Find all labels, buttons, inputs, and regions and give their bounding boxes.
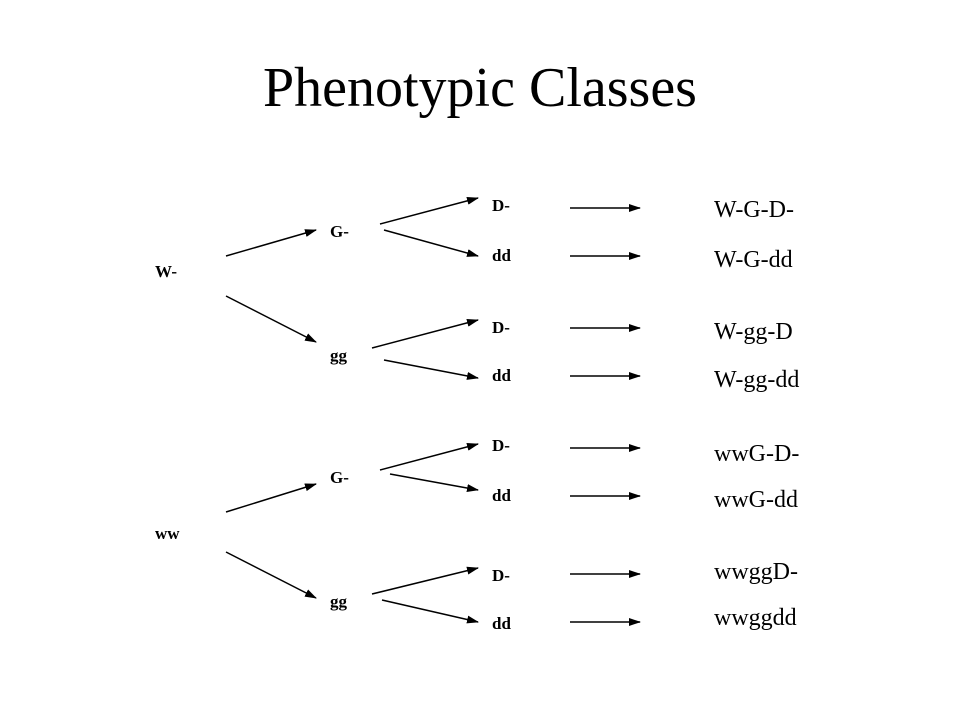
branch-arrow — [225, 229, 317, 257]
phenotype-class: wwggdd — [714, 605, 797, 631]
g-level-label: G- — [330, 222, 349, 241]
d-level-label: dd — [492, 614, 511, 633]
branch-arrow — [383, 229, 479, 257]
branch-arrow — [379, 196, 479, 225]
phenotype-class: W-gg-D — [714, 319, 793, 345]
d-level-label: D- — [492, 566, 510, 585]
branch-arrow — [371, 566, 479, 595]
phenotype-class: wwG-D- — [714, 441, 800, 467]
phenotype-class: wwG-dd — [714, 487, 798, 513]
phenotype-class: W-gg-dd — [714, 367, 800, 393]
d-level-label: dd — [492, 246, 511, 265]
w-dominant-label: W- — [155, 262, 178, 281]
d-level-label: D- — [492, 318, 510, 337]
branch-arrow — [371, 318, 479, 349]
g-level-label: gg — [330, 592, 347, 611]
branch-arrow — [389, 473, 479, 492]
d-level-label: D- — [492, 436, 510, 455]
phenotype-class: wwggD- — [714, 559, 798, 585]
branch-arrow — [225, 483, 317, 513]
d-level-label: D- — [492, 196, 510, 215]
d-level-label: dd — [492, 366, 511, 385]
branch-arrow — [383, 359, 479, 380]
slide-title: Phenotypic Classes — [263, 57, 697, 119]
g-level-label: G- — [330, 468, 349, 487]
phenotype-class: W-G-D- — [714, 197, 794, 223]
branch-arrow — [379, 442, 479, 471]
branch-arrow — [381, 599, 479, 624]
branch-arrow — [225, 295, 317, 343]
d-level-label: dd — [492, 486, 511, 505]
phenotype-class: W-G-dd — [714, 247, 793, 273]
w-recessive-label: ww — [155, 524, 180, 543]
g-level-label: gg — [330, 346, 347, 365]
branch-arrow — [225, 551, 317, 599]
